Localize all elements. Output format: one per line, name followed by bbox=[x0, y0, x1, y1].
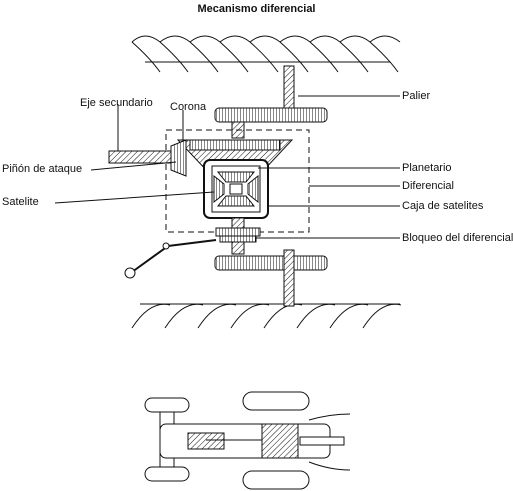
satellite-gear bbox=[213, 174, 225, 204]
planetary-gear bbox=[216, 171, 256, 183]
upper-wheel-gear bbox=[214, 107, 328, 123]
label-corona: Corona bbox=[170, 101, 207, 113]
label-pinon-ataque: Piñón de ataque bbox=[2, 163, 83, 175]
satellite-cage bbox=[203, 159, 269, 219]
diagram-title: Mecanismo diferencial bbox=[197, 3, 316, 15]
label-bloqueo: Bloqueo del diferencial bbox=[402, 232, 513, 244]
tractor-top-view bbox=[144, 391, 351, 490]
front-right-wheel bbox=[144, 466, 190, 482]
label-eje-secundario: Eje secundario bbox=[80, 97, 153, 109]
lower-axle-shaft bbox=[283, 249, 295, 307]
differential-lock bbox=[215, 227, 261, 243]
pinion-shaft bbox=[108, 139, 187, 177]
label-palier: Palier bbox=[402, 90, 431, 102]
upper-axle-shaft bbox=[283, 65, 295, 109]
lower-wheel-gear bbox=[214, 255, 328, 271]
rear-left-wheel bbox=[242, 391, 310, 411]
label-planetario: Planetario bbox=[402, 162, 452, 174]
differential-boundary bbox=[165, 129, 310, 233]
rear-right-wheel bbox=[242, 470, 310, 490]
lock-lever bbox=[124, 239, 217, 279]
upper-tire-tread bbox=[131, 35, 401, 73]
leader-lines bbox=[54, 95, 400, 239]
label-diferencial: Diferencial bbox=[402, 180, 454, 192]
label-satelite: Satelite bbox=[2, 196, 39, 208]
lower-tire-tread bbox=[131, 303, 402, 329]
label-caja-satelites: Caja de satelites bbox=[402, 200, 484, 212]
front-left-wheel bbox=[144, 397, 190, 413]
